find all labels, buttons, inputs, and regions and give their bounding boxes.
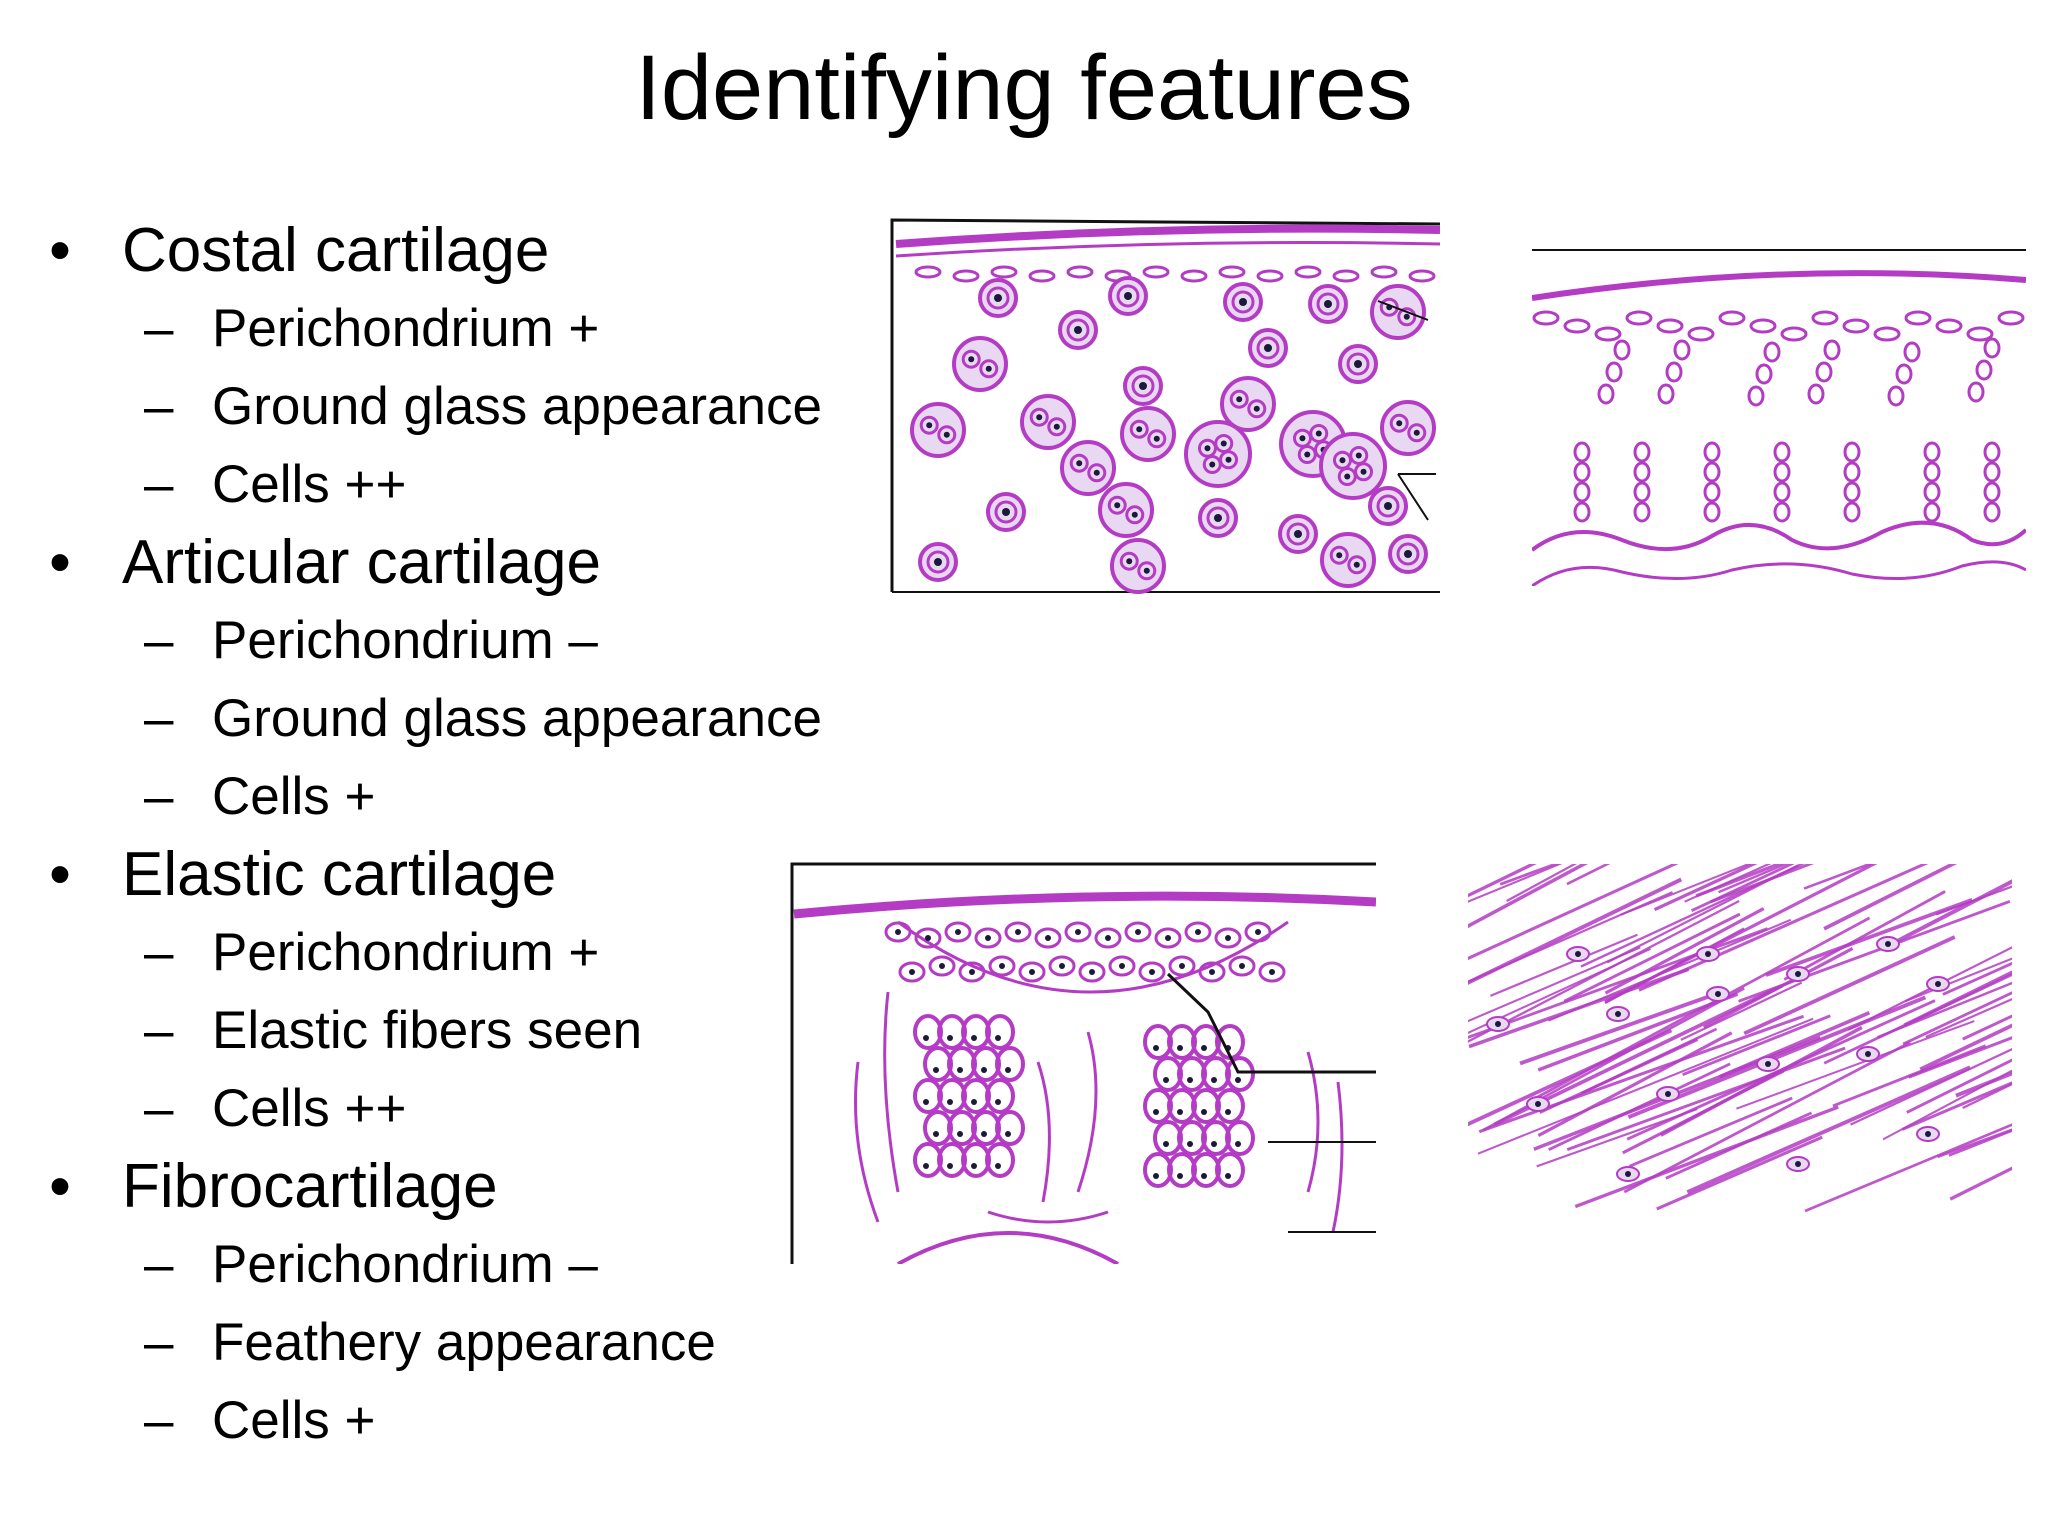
dash-marker: – [144,1079,174,1138]
feature-item: –Perichondrium – [40,602,860,680]
feature-label: Cells ++ [212,1079,407,1138]
feature-item: –Perichondrium – [40,1226,860,1304]
dash-marker: – [144,611,174,670]
dash-marker: – [144,1391,174,1450]
feature-label: Feathery appearance [212,1313,716,1372]
feature-label: Perichondrium – [212,1235,598,1294]
feature-label: Perichondrium + [212,923,600,982]
bullet-marker: • [49,840,71,909]
feature-label: Cells + [212,767,376,826]
feature-item: –Cells + [40,758,860,836]
topic-elastic-cartilage: • Elastic cartilage [40,836,860,914]
feature-item: –Cells + [40,1382,860,1460]
topic-costal-cartilage: • Costal cartilage [40,212,860,290]
feature-label: Cells ++ [212,455,407,514]
bullet-marker: • [49,528,71,597]
feature-label: Ground glass appearance [212,377,822,436]
feature-item: –Ground glass appearance [40,368,860,446]
dash-marker: – [144,1235,174,1294]
dash-marker: – [144,455,174,514]
dash-marker: – [144,1001,174,1060]
elastic-cartilage-drawing [788,862,1376,1264]
feature-list: • Costal cartilage –Perichondrium + –Gro… [40,212,860,1460]
dash-marker: – [144,299,174,358]
feature-label: Cells + [212,1391,376,1450]
feature-item: –Ground glass appearance [40,680,860,758]
topic-label: Articular cartilage [122,528,601,597]
feature-label: Perichondrium – [212,611,598,670]
dash-marker: – [144,923,174,982]
bullet-marker: • [49,1152,71,1221]
topic-label: Costal cartilage [122,216,550,285]
feature-item: –Elastic fibers seen [40,992,860,1070]
topic-fibrocartilage: • Fibrocartilage [40,1148,860,1226]
costal-cartilage-drawing [888,216,1440,594]
articular-cartilage-drawing [1532,240,2026,586]
feature-item: –Feathery appearance [40,1304,860,1382]
bullet-marker: • [49,216,71,285]
feature-item: –Cells ++ [40,446,860,524]
fibrocartilage-drawing [1468,864,2012,1222]
feature-item: –Cells ++ [40,1070,860,1148]
feature-label: Elastic fibers seen [212,1001,643,1060]
dash-marker: – [144,1313,174,1372]
dash-marker: – [144,767,174,826]
topic-label: Fibrocartilage [122,1152,498,1221]
feature-item: –Perichondrium + [40,914,860,992]
dash-marker: – [144,377,174,436]
dash-marker: – [144,689,174,748]
topic-label: Elastic cartilage [122,840,557,909]
slide-title: Identifying features [635,37,1413,139]
feature-label: Ground glass appearance [212,689,822,748]
feature-label: Perichondrium + [212,299,600,358]
feature-item: –Perichondrium + [40,290,860,368]
topic-articular-cartilage: • Articular cartilage [40,524,860,602]
